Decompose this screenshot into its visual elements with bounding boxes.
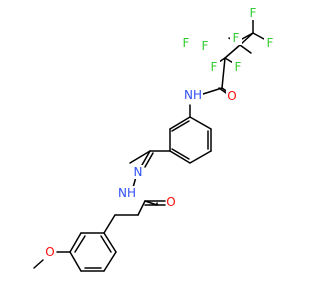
label-background — [132, 165, 144, 179]
bond — [33, 259, 44, 269]
atom-label: F — [267, 36, 274, 50]
fluorine-atom: F — [247, 6, 259, 20]
atom-label: F — [211, 60, 218, 74]
bond — [137, 200, 146, 216]
oxygen-atom: O — [165, 195, 177, 209]
bond — [224, 44, 241, 59]
bond — [189, 116, 212, 130]
bond — [69, 232, 82, 253]
label-background — [247, 6, 259, 20]
bond — [103, 251, 117, 272]
bond — [239, 32, 254, 46]
bond — [103, 232, 117, 253]
fluorine-atom: F — [180, 36, 192, 50]
structure-svg: F F F F F F F O — [33, 6, 276, 272]
label-background — [117, 186, 137, 200]
fluorine-atom: F — [230, 31, 242, 45]
nitrogen-atom: NH — [117, 186, 137, 200]
bond — [129, 150, 151, 164]
bond — [171, 148, 190, 160]
label-background — [183, 88, 203, 102]
oxygen-atom: O — [226, 89, 238, 103]
bond — [239, 44, 252, 54]
bond — [169, 116, 191, 130]
atom-label: NH — [184, 88, 202, 102]
bond — [221, 57, 226, 89]
atom-label-layer: F F F F F F F O — [44, 6, 276, 259]
atom-label: F — [202, 39, 209, 53]
fluorine-atom: F — [199, 39, 211, 53]
atom-label: F — [250, 6, 257, 20]
nitrogen-atom: N — [132, 165, 144, 179]
label-background — [226, 89, 238, 103]
atom-label: NH — [118, 186, 136, 200]
atom-label: F — [183, 36, 190, 50]
double-bond-overlay — [144, 200, 166, 206]
atom-label: N — [134, 165, 143, 179]
label-background — [180, 36, 192, 50]
bond — [169, 150, 191, 164]
atom-label: O — [227, 89, 236, 103]
atom-label: O — [45, 245, 54, 259]
label-background — [208, 60, 220, 74]
bond — [100, 235, 112, 253]
bond — [202, 87, 223, 95]
bond — [103, 214, 116, 234]
bond — [74, 235, 86, 253]
atom-label: F — [235, 60, 242, 74]
oxygen-atom: O — [44, 245, 56, 259]
label-background — [165, 195, 177, 209]
bond — [252, 32, 265, 40]
atom-label: O — [166, 195, 175, 209]
fluorine-atom: F — [232, 60, 244, 74]
nitrogen-atom: NH — [183, 88, 203, 102]
bond — [69, 251, 82, 272]
label-background — [230, 31, 242, 45]
bond — [171, 120, 190, 132]
bond — [189, 150, 212, 164]
label-background — [199, 39, 211, 53]
label-background — [232, 60, 244, 74]
fluorine-atom: F — [208, 60, 220, 74]
fluorine-atom: F — [264, 36, 276, 50]
bond-layer — [33, 19, 265, 272]
molecule-diagram: F F F F F F F O — [33, 6, 276, 272]
bond — [144, 152, 154, 168]
label-background — [44, 245, 56, 259]
atom-label: F — [233, 31, 240, 45]
bond — [141, 150, 151, 166]
label-background — [264, 36, 276, 50]
